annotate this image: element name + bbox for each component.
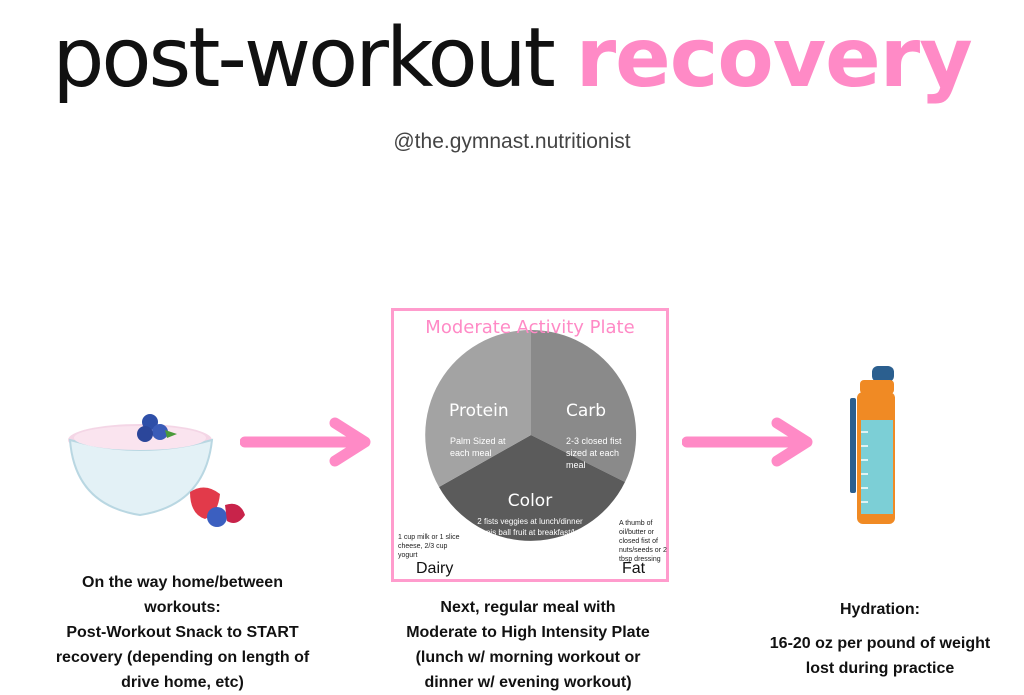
caption-line: (lunch w/ morning workout or (415, 649, 641, 666)
color-note-line: 1 tennis ball fruit at breakfast/lunch (468, 528, 592, 537)
dairy-label: Dairy (416, 560, 454, 577)
arrow-right-icon (682, 417, 813, 467)
moderate-activity-plate: Moderate Activity Plate Protein Palm Siz… (391, 308, 669, 582)
dairy-note: 1 cup milk or 1 slice cheese, 2/3 cup yo… (398, 534, 460, 559)
arrow-right-icon (240, 417, 371, 467)
author-handle: @the.gymnast.nutritionist (393, 130, 631, 153)
hydration-caption: Hydration: 16-20 oz per pound of weight … (740, 597, 1020, 681)
title-accent: recovery (575, 11, 973, 106)
water-bottle-icon (850, 366, 895, 524)
yogurt-bowl-icon (68, 414, 245, 527)
carb-slice (531, 329, 637, 482)
color-note-line: 2 fists veggies at lunch/dinner (477, 517, 583, 526)
color-slice (439, 435, 625, 541)
carb-label: Carb (566, 401, 607, 421)
plate-title: Moderate Activity Plate (425, 317, 635, 338)
title-plain: post-workout (52, 11, 555, 106)
caption-line: workouts: (144, 599, 221, 616)
caption-line: lost during practice (805, 660, 955, 677)
protein-label: Protein (449, 401, 509, 421)
fat-label: Fat (622, 560, 646, 577)
plate-pie-chart (425, 329, 637, 541)
protein-slice (425, 329, 531, 487)
caption-line: Hydration: (840, 601, 920, 618)
page-title: post-workout recovery (0, 2, 1024, 114)
meal-caption: Next, regular meal with Moderate to High… (368, 595, 688, 695)
protein-note: Palm Sized at each meal (450, 436, 506, 458)
caption-line: Next, regular meal with (440, 599, 616, 616)
caption-line: drive home, etc) (121, 674, 244, 691)
carb-note: 2-3 closed fist sized at each meal (566, 436, 622, 470)
caption-line: dinner w/ evening workout) (424, 674, 632, 691)
caption-line: Post-Workout Snack to START (66, 624, 299, 641)
caption-line: On the way home/between (82, 574, 283, 591)
caption-line: Moderate to High Intensity Plate (406, 624, 650, 641)
caption-line: 16-20 oz per pound of weight (769, 635, 991, 652)
color-label: Color (507, 491, 553, 511)
color-note: 2 fists veggies at lunch/dinner 1 tennis … (394, 516, 666, 538)
fat-note: A thumb of oil/butter or closed fist of … (619, 520, 667, 563)
snack-caption: On the way home/between workouts: Post-W… (20, 570, 345, 695)
caption-line: recovery (depending on length of (55, 649, 310, 666)
